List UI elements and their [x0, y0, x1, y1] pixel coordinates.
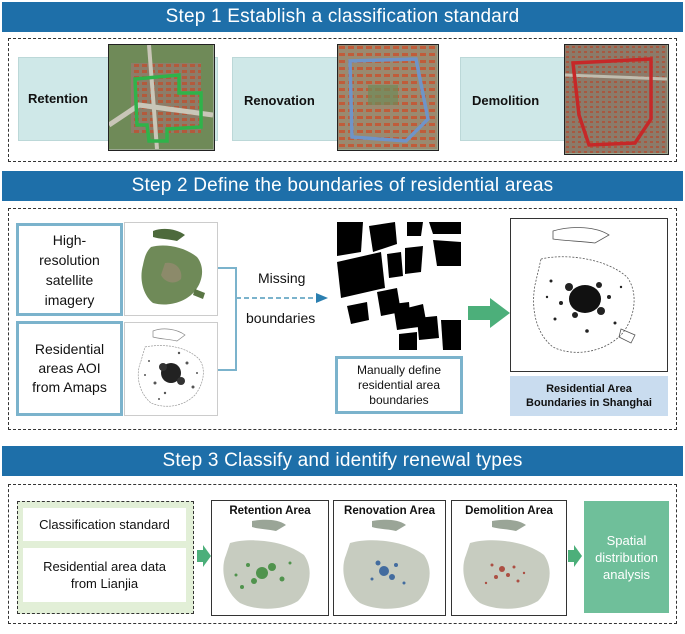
renovation-label: Renovation — [244, 92, 315, 108]
maps-arrow — [568, 545, 582, 567]
satellite-imagery-source: High-resolution satellite imagery — [16, 223, 123, 316]
retention-area-map: Retention Area — [211, 500, 329, 616]
retention-label: Retention — [28, 90, 88, 106]
result-arrow — [468, 298, 510, 328]
shanghai-boundaries-map — [510, 218, 668, 372]
amaps-aoi-source: Residential areas AOI from Amaps — [16, 321, 123, 416]
renovation-area-map: Renovation Area — [333, 500, 446, 616]
step3-header: Step 3 Classify and identify renewal typ… — [2, 446, 683, 476]
step2-header: Step 2 Define the boundaries of resident… — [2, 171, 683, 201]
shanghai-aoi-thumbnail — [124, 322, 218, 416]
step3-panel — [8, 484, 677, 624]
demolition-label: Demolition — [472, 92, 540, 108]
classification-standard-input: Classification standard — [23, 508, 186, 541]
shanghai-satellite-thumbnail — [124, 222, 218, 316]
inputs-arrow — [197, 545, 211, 567]
result-caption: Residential Area Boundaries in Shanghai — [510, 376, 668, 416]
step2-title: Step 2 Define the boundaries of resident… — [131, 175, 554, 196]
spatial-analysis-output: Spatial distribution analysis — [584, 501, 669, 613]
demolition-satellite-image — [564, 44, 669, 155]
demolition-area-map: Demolition Area — [451, 500, 567, 616]
step1-panel — [8, 38, 677, 162]
step1-header: Step 1 Establish a classification standa… — [2, 2, 683, 32]
lianjia-data-input: Residential area data from Lianjia — [23, 548, 186, 602]
boundaries-label: boundaries — [246, 310, 316, 326]
step3-title: Step 3 Classify and identify renewal typ… — [162, 450, 523, 471]
manual-boundaries-image — [337, 222, 461, 350]
manual-boundaries-caption: Manually define residential area boundar… — [335, 356, 463, 414]
step2-panel — [8, 208, 677, 430]
retention-satellite-image — [108, 44, 215, 151]
renovation-satellite-image — [337, 44, 439, 151]
step1-title: Step 1 Establish a classification standa… — [165, 6, 520, 27]
missing-label: Missing — [258, 270, 306, 286]
merge-connector — [218, 267, 328, 371]
